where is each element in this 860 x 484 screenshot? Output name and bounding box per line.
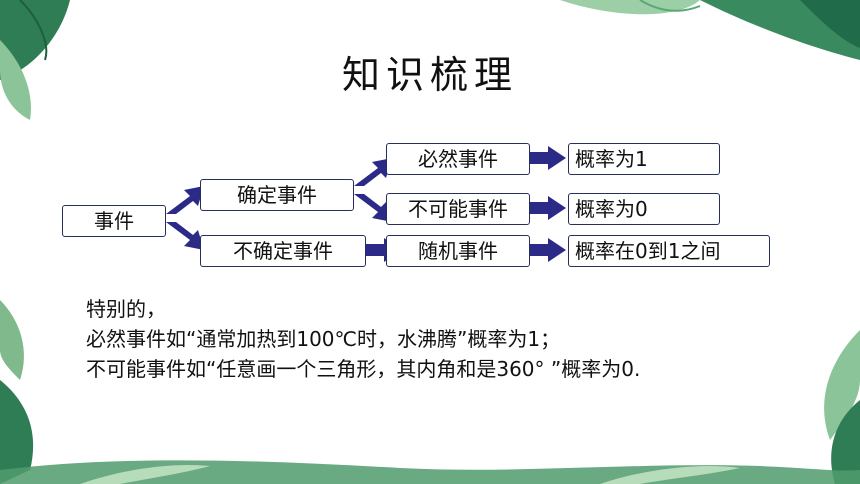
- branch-arrow-icon: [166, 186, 204, 250]
- leaf-icon: [0, 460, 860, 484]
- leaf-icon: [0, 300, 34, 484]
- page-title: 知识梳理: [341, 53, 518, 97]
- result-probability-between: 概率在0到1之间: [568, 235, 770, 267]
- right-arrow-icon: [530, 146, 566, 170]
- node-root: 事件: [62, 205, 166, 237]
- node-random-event: 随机事件: [386, 235, 530, 267]
- notes-line-1: 必然事件如“通常加热到100℃时，水沸腾”概率为1；: [86, 327, 561, 351]
- right-arrow-icon: [530, 196, 566, 220]
- notes-line-2: 不可能事件如“任意画一个三角形，其内角和是360° ”概率为0.: [86, 357, 641, 381]
- leaf-icon: [824, 330, 860, 484]
- node-impossible-event: 不可能事件: [386, 193, 530, 225]
- notes-heading: 特别的，: [86, 297, 166, 321]
- node-certain-event: 确定事件: [200, 179, 354, 211]
- result-probability-1: 概率为1: [568, 143, 720, 175]
- result-probability-0: 概率为0: [568, 193, 720, 225]
- node-sure-event: 必然事件: [386, 143, 530, 175]
- node-uncertain-event: 不确定事件: [200, 235, 366, 267]
- right-arrow-icon: [530, 238, 566, 262]
- notes: 特别的， 必然事件如“通常加热到100℃时，水沸腾”概率为1； 不可能事件如“任…: [86, 294, 640, 384]
